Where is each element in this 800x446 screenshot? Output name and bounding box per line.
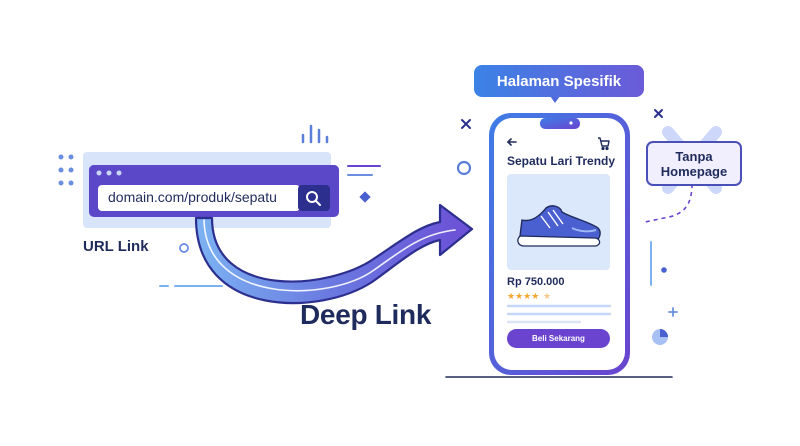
deep-link-arrow bbox=[194, 203, 474, 305]
badge-pointer bbox=[550, 96, 560, 103]
shoe-image bbox=[517, 205, 601, 247]
diamond-decoration bbox=[359, 191, 371, 203]
dashed-connector bbox=[644, 183, 693, 223]
plus-icon bbox=[668, 307, 678, 317]
tanpa-line: Tanpa bbox=[675, 148, 713, 164]
homepage-line: Homepage bbox=[660, 163, 728, 179]
line-decoration bbox=[347, 165, 381, 176]
product-price: Rp 750.000 bbox=[507, 276, 565, 288]
svg-text:★★★★: ★★★★ bbox=[507, 292, 539, 302]
search-icon bbox=[306, 191, 321, 206]
ring-decoration-2 bbox=[456, 160, 472, 176]
phone-notch bbox=[540, 118, 580, 129]
url-text: domain.com/produk/sepatu bbox=[108, 189, 277, 205]
search-button[interactable] bbox=[298, 185, 330, 211]
deep-link-label: Deep Link bbox=[300, 299, 432, 330]
buy-button[interactable]: Beli Sekarang bbox=[507, 329, 610, 348]
svg-text:★: ★ bbox=[543, 292, 551, 302]
tanpa-homepage-note: Tanpa Homepage bbox=[646, 141, 742, 186]
url-input-field[interactable] bbox=[98, 185, 300, 211]
rating-stars: ★★★★ ★ bbox=[507, 292, 551, 302]
product-title: Sepatu Lari Trendy bbox=[507, 154, 616, 168]
cart-icon[interactable] bbox=[598, 137, 610, 151]
halaman-spesifik-badge: Halaman Spesifik bbox=[474, 65, 644, 97]
ring-decoration bbox=[179, 243, 189, 253]
bar-chart-icon bbox=[301, 124, 329, 144]
pie-chart-icon bbox=[652, 329, 668, 345]
x-mark-icon bbox=[461, 109, 663, 129]
url-link-label: URL Link bbox=[83, 238, 149, 255]
description-lines bbox=[506, 304, 612, 324]
back-arrow-icon[interactable] bbox=[507, 138, 517, 146]
dot-grid-decoration bbox=[58, 154, 74, 186]
